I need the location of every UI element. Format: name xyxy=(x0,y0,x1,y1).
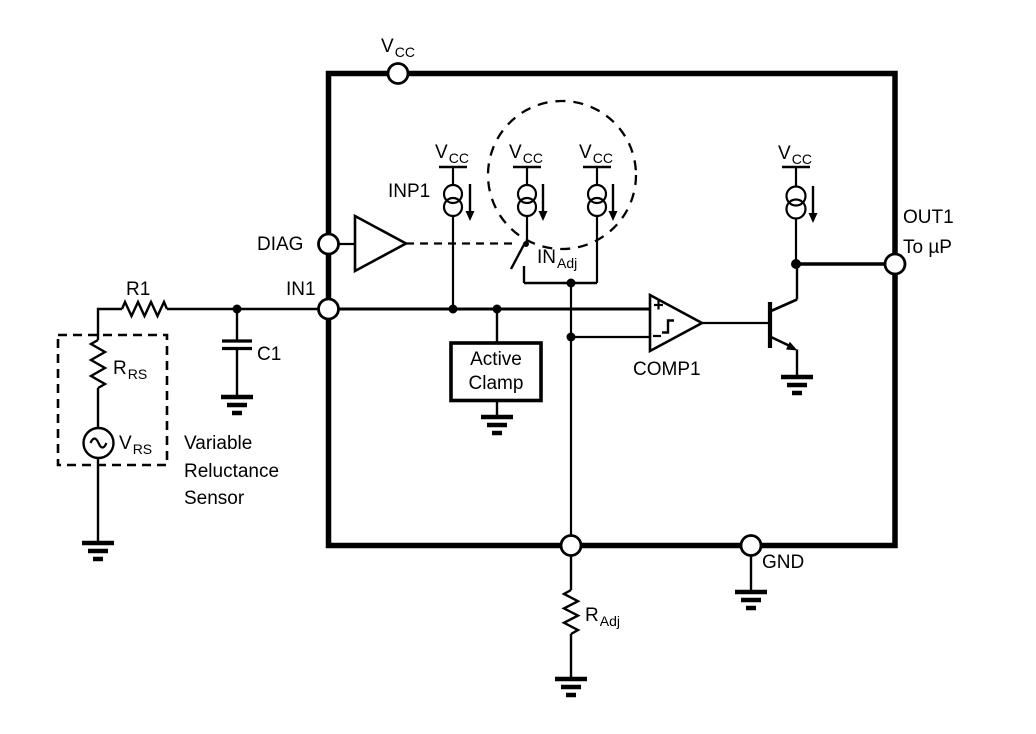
vrs-label: VRS xyxy=(119,433,153,457)
diag-buffer xyxy=(353,213,409,274)
inadj-switch xyxy=(509,241,529,283)
ac-source-vrs xyxy=(82,426,115,460)
ground-symbol-emitter xyxy=(781,374,813,396)
c1-label: C1 xyxy=(257,344,282,365)
ground-symbol-c1 xyxy=(221,394,253,416)
wire-sensor-to-r1 xyxy=(96,307,122,340)
out1-pin-label: OUT1 xyxy=(903,207,954,228)
vcc-label-adj1: VCC xyxy=(509,142,543,166)
pin-vcc xyxy=(386,62,410,85)
active-clamp-label: Active Clamp xyxy=(468,349,524,394)
ground-symbol-radj xyxy=(555,676,587,698)
junction-dot xyxy=(448,304,458,314)
pin-diag xyxy=(317,232,340,256)
vcc-label-adj2: VCC xyxy=(579,142,613,166)
ground-symbol-gnd-pin xyxy=(735,589,767,611)
adjust-region-dashed-circle xyxy=(486,99,638,251)
current-source-inp1 xyxy=(439,165,475,221)
vcc-label-top-pin: VCC xyxy=(381,36,415,60)
to-microprocessor-label: To µP xyxy=(903,237,952,258)
gnd-pin-label: GND xyxy=(762,552,805,573)
pin-gnd xyxy=(739,534,763,557)
rrs-label: RRS xyxy=(113,358,148,382)
pin-out1 xyxy=(883,252,907,276)
capacitor-c1 xyxy=(222,309,252,397)
radj-label: RAdj xyxy=(585,605,620,629)
junction-dot xyxy=(566,278,576,288)
diag-pin-label: DIAG xyxy=(257,234,304,255)
current-source-output xyxy=(782,165,818,223)
r1-label: R1 xyxy=(126,279,151,300)
sensor-dashed-box xyxy=(56,333,169,467)
comparator-comp1 xyxy=(648,292,705,354)
in1-pin-label: IN1 xyxy=(286,279,316,300)
junction-dot xyxy=(232,304,242,314)
vcc-label-inp1: VCC xyxy=(435,142,469,166)
comp1-label: COMP1 xyxy=(633,359,701,380)
pin-in1 xyxy=(317,297,340,321)
current-source-adj1 xyxy=(513,165,548,221)
hysteresis-icon xyxy=(662,319,674,334)
vcc-label-output: VCC xyxy=(778,143,812,167)
resistor-r1 xyxy=(120,299,169,319)
pin-radj xyxy=(559,534,583,557)
current-source-adj2 xyxy=(583,165,618,221)
resistor-rrs xyxy=(88,338,108,390)
npn-transistor xyxy=(767,298,798,351)
ground-symbol-sensor xyxy=(82,540,114,562)
ground-symbol-clamp xyxy=(481,414,513,436)
resistor-radj xyxy=(561,588,581,636)
inp1-label: INP1 xyxy=(388,181,431,202)
inadj-label: INAdj xyxy=(537,247,578,271)
sensor-caption: Variable Reluctance Sensor xyxy=(184,433,280,509)
